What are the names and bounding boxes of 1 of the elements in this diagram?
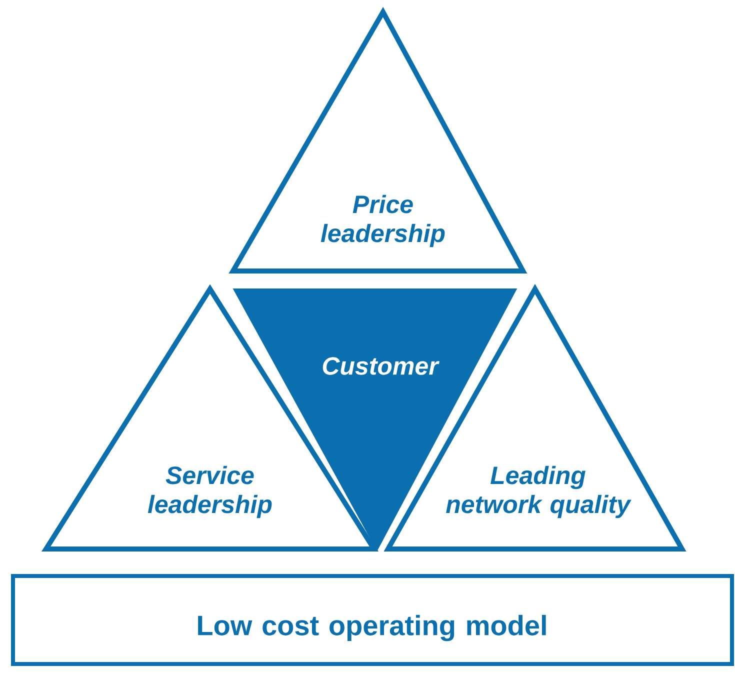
base-box: Low cost operating model (11, 574, 734, 666)
